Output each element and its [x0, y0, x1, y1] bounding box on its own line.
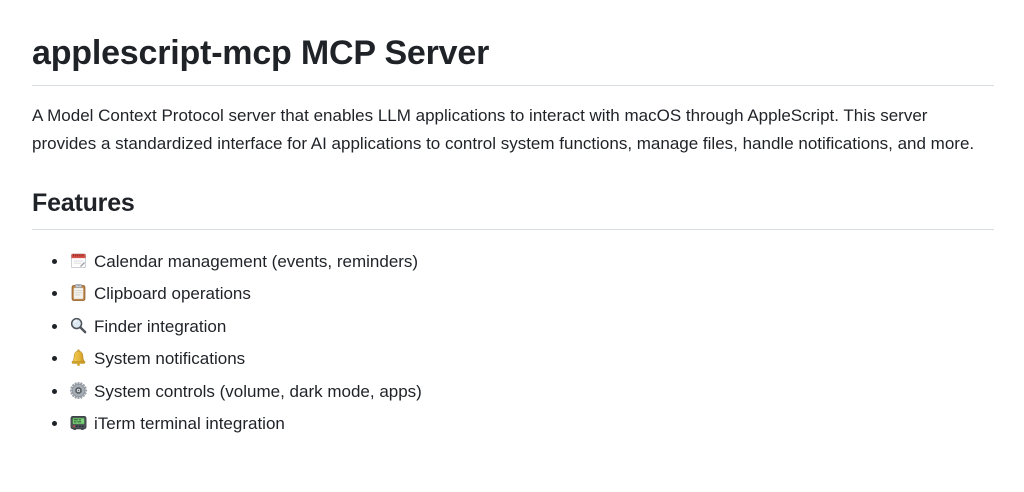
feature-text: iTerm terminal integration	[94, 414, 285, 434]
feature-list: Calendar management (events, reminders) …	[32, 248, 994, 439]
clipboard-icon	[69, 283, 88, 302]
page-title: applescript-mcp MCP Server	[32, 0, 994, 86]
feature-text: System controls (volume, dark mode, apps…	[94, 381, 422, 401]
calendar-icon	[69, 251, 88, 270]
magnifier-icon	[69, 316, 88, 335]
bell-icon	[69, 348, 88, 367]
list-item: Calendar management (events, reminders)	[69, 248, 994, 276]
gear-icon	[69, 381, 88, 400]
project-description: A Model Context Protocol server that ena…	[32, 105, 975, 153]
list-item: Clipboard operations	[69, 280, 994, 308]
feature-text: Calendar management (events, reminders)	[94, 251, 419, 271]
readme-document: applescript-mcp MCP Server A Model Conte…	[32, 0, 994, 438]
list-item: System controls (volume, dark mode, apps…	[69, 378, 994, 406]
pager-icon	[69, 413, 88, 432]
list-item: Finder integration	[69, 313, 994, 341]
list-item: System notifications	[69, 345, 994, 373]
feature-text: System notifications	[94, 349, 246, 369]
feature-text: Finder integration	[94, 316, 227, 336]
list-item: iTerm terminal integration	[69, 410, 994, 438]
feature-text: Clipboard operations	[94, 284, 251, 304]
features-heading: Features	[32, 188, 994, 230]
